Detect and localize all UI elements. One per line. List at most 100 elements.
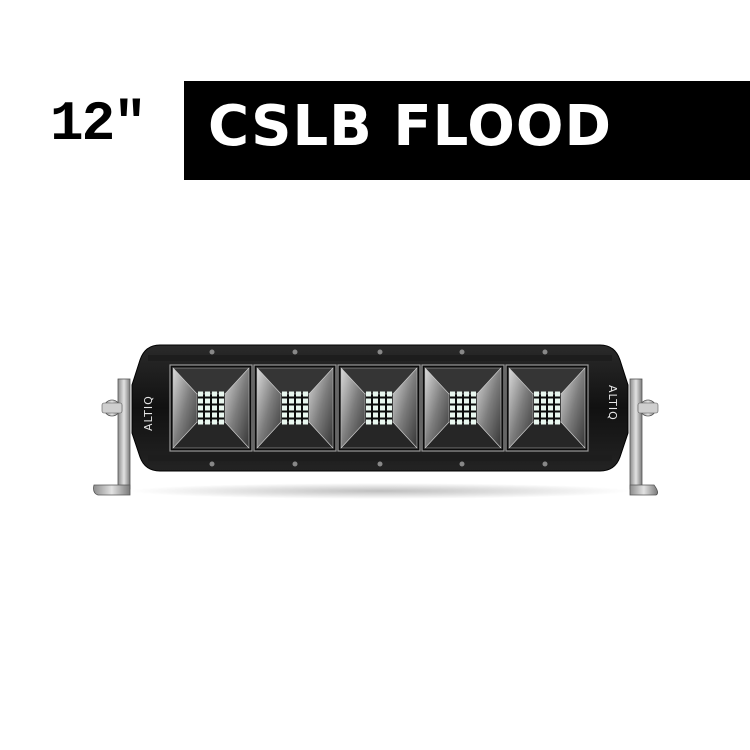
led-chip [464,391,469,397]
led-chip [289,398,294,404]
led-chip [219,419,224,425]
left-mount-bracket [93,378,131,496]
led-chip [219,391,224,397]
led-chip [457,419,462,425]
led-chip [198,405,203,411]
led-chip [212,412,217,418]
led-chip [296,419,301,425]
led-chip [212,391,217,397]
led-chip [212,398,217,404]
led-chip [471,412,476,418]
led-chip [366,419,371,425]
led-chip [282,405,287,411]
led-chip [373,398,378,404]
led-chip [380,405,385,411]
led-chip [366,398,371,404]
led-chip [541,419,546,425]
led-chip [282,398,287,404]
led-chip [212,419,217,425]
led-pod [169,364,253,452]
light-bar-graphic: ALTIQ ALTIQ [93,344,659,499]
led-chip [534,398,539,404]
led-chip [450,419,455,425]
led-chip [555,405,560,411]
led-chip [457,412,462,418]
led-chip [555,391,560,397]
led-chip [198,398,203,404]
led-chip [205,391,210,397]
light-bar-image: ALTIQ ALTIQ [90,335,670,515]
led-chip [373,419,378,425]
led-chip [471,405,476,411]
led-chip [450,391,455,397]
led-chip [380,412,385,418]
led-pod [253,364,337,452]
led-chip [387,391,392,397]
led-chip [373,391,378,397]
led-chip [387,419,392,425]
led-chip [296,412,301,418]
led-chip [303,412,308,418]
led-chip [541,398,546,404]
led-chip [555,412,560,418]
led-chip [205,412,210,418]
led-chip [471,391,476,397]
led-pod [505,364,589,452]
led-chip [289,419,294,425]
led-chip [555,398,560,404]
led-chip [464,398,469,404]
led-chip [282,391,287,397]
brand-logo-left: ALTIQ [142,395,155,431]
led-chip [457,391,462,397]
led-pod [421,364,505,452]
led-chip [303,419,308,425]
led-chip [457,405,462,411]
led-chip [464,412,469,418]
led-chip [548,405,553,411]
led-chip [387,398,392,404]
led-chip [471,398,476,404]
led-chip [296,405,301,411]
led-chip [534,412,539,418]
led-chip [212,405,217,411]
led-chip [541,405,546,411]
led-chip [198,391,203,397]
led-chip [373,412,378,418]
led-chip [366,391,371,397]
led-chip [450,405,455,411]
led-chip [548,391,553,397]
title-banner: CSLB FLOOD [184,81,750,180]
led-chip [198,419,203,425]
led-chip [387,405,392,411]
led-chip [282,419,287,425]
led-chip [548,412,553,418]
led-chip [289,405,294,411]
ground-shadow [130,483,630,499]
led-chip [380,398,385,404]
led-chip [534,405,539,411]
led-pod [337,364,421,452]
led-chip [296,391,301,397]
led-chip [289,412,294,418]
led-chip [205,419,210,425]
right-mount-bracket [629,378,659,496]
led-chip [464,405,469,411]
led-chip [387,412,392,418]
led-chip [548,419,553,425]
led-chip [541,391,546,397]
led-chip [219,405,224,411]
led-chip [534,419,539,425]
led-pods [169,364,589,452]
led-chip [303,405,308,411]
led-chip [457,398,462,404]
led-chip [205,405,210,411]
led-chip [296,398,301,404]
led-chip [219,398,224,404]
led-chip [205,398,210,404]
led-chip [366,412,371,418]
led-chip [219,412,224,418]
led-chip [303,391,308,397]
led-chip [380,419,385,425]
led-chip [464,419,469,425]
led-chip [303,398,308,404]
